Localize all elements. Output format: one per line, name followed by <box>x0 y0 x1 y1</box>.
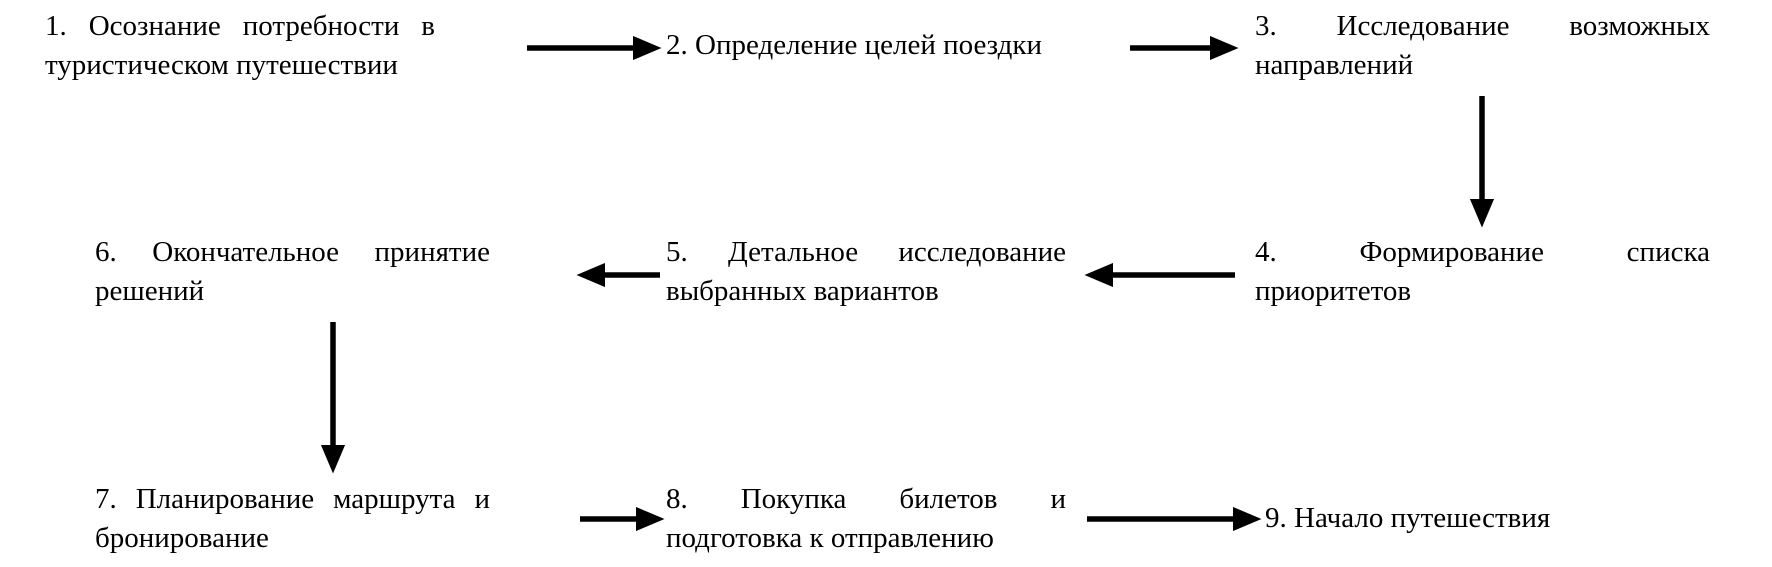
step-2: 2. Определение целей поездки <box>666 26 1042 65</box>
step-4: 4. Формирование списка приоритетов <box>1255 233 1710 311</box>
step-8-line-1: 8. Покупка билетов и <box>666 483 1066 515</box>
step-5-line-2: выбранных вариантов <box>666 275 939 307</box>
step-8-line-2: подготовка к отправлению <box>666 522 994 554</box>
step-1-line-1: 1. Осознание потребности в <box>45 10 435 42</box>
step-8: 8. Покупка билетов и подготовка к отправ… <box>666 480 1066 558</box>
step-1: 1. Осознание потребности в туристическом… <box>45 7 435 85</box>
step-1-line-2: туристическом путешествии <box>45 49 398 81</box>
step-6-line-1: 6. Окончательное принятие <box>95 236 490 268</box>
step-5-line-1: 5. Детальное исследование <box>666 236 1066 268</box>
step-3-line-1: 3. Исследование возможных <box>1255 10 1710 42</box>
step-6-line-2: решений <box>95 275 205 307</box>
step-2-line-1: 2. Определение целей поездки <box>666 29 1042 61</box>
step-5: 5. Детальное исследование выбранных вари… <box>666 233 1066 311</box>
step-4-line-1: 4. Формирование списка <box>1255 236 1710 268</box>
step-4-line-2: приоритетов <box>1255 275 1412 307</box>
step-3-line-2: направлений <box>1255 49 1414 81</box>
step-9: 9. Начало путешествия <box>1265 499 1550 538</box>
step-9-line-1: 9. Начало путешествия <box>1265 502 1551 534</box>
step-7-line-2: бронирование <box>95 522 269 554</box>
step-7: 7. Планирование маршрута и бронирование <box>95 480 490 558</box>
step-3: 3. Исследование возможных направлений <box>1255 7 1710 85</box>
step-7-line-1: 7. Планирование маршрута и <box>95 483 490 515</box>
step-6: 6. Окончательное принятие решений <box>95 233 490 311</box>
